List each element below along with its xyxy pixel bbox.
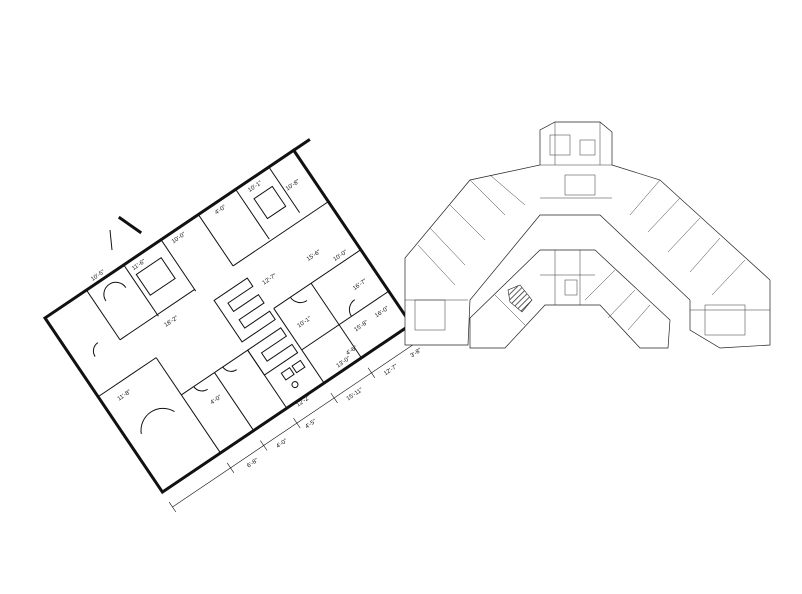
- dim-label: 11'-6": [131, 259, 147, 272]
- dim-label: 4'-0": [210, 394, 223, 406]
- dim-label: 16'-0": [374, 306, 390, 320]
- dim-label: 4'-0": [214, 204, 227, 216]
- inner-wing: [469, 249, 671, 349]
- dim-label: 11'-8": [117, 389, 133, 402]
- dim-label: 10'-8": [285, 179, 301, 193]
- dim-label: 12'-7": [262, 273, 278, 287]
- dim-label: 12'-2": [296, 395, 312, 409]
- dim-label: 10'-1": [247, 180, 263, 194]
- dim-label: 15'-8": [353, 320, 369, 334]
- building-footprint: [404, 121, 771, 349]
- dim-label: 15'-6": [306, 249, 322, 263]
- dim-label: 16'-7": [352, 278, 368, 292]
- dim-label: 4'-5": [304, 419, 317, 431]
- hatched-core: [507, 284, 533, 313]
- dim-label: 12'-7": [383, 364, 399, 378]
- dim-label: 4'-6": [345, 345, 358, 357]
- dim-label: 18'-2": [163, 315, 179, 329]
- suite-plan: 10'-5" 11'-6" 10'-0" 18'-2" 4'-0" 10'-1"…: [42, 138, 425, 513]
- dim-label: 3'-8": [410, 348, 423, 360]
- dim-label: 10'-1": [297, 316, 313, 330]
- dim-label: 10'-0": [171, 232, 187, 246]
- dim-label: 4'-0": [275, 438, 288, 450]
- outer-wing: [404, 121, 771, 349]
- dim-label: 6'-8": [246, 458, 259, 470]
- dim-label: 15'-11": [346, 387, 364, 402]
- dim-label: 10'-0": [333, 249, 349, 263]
